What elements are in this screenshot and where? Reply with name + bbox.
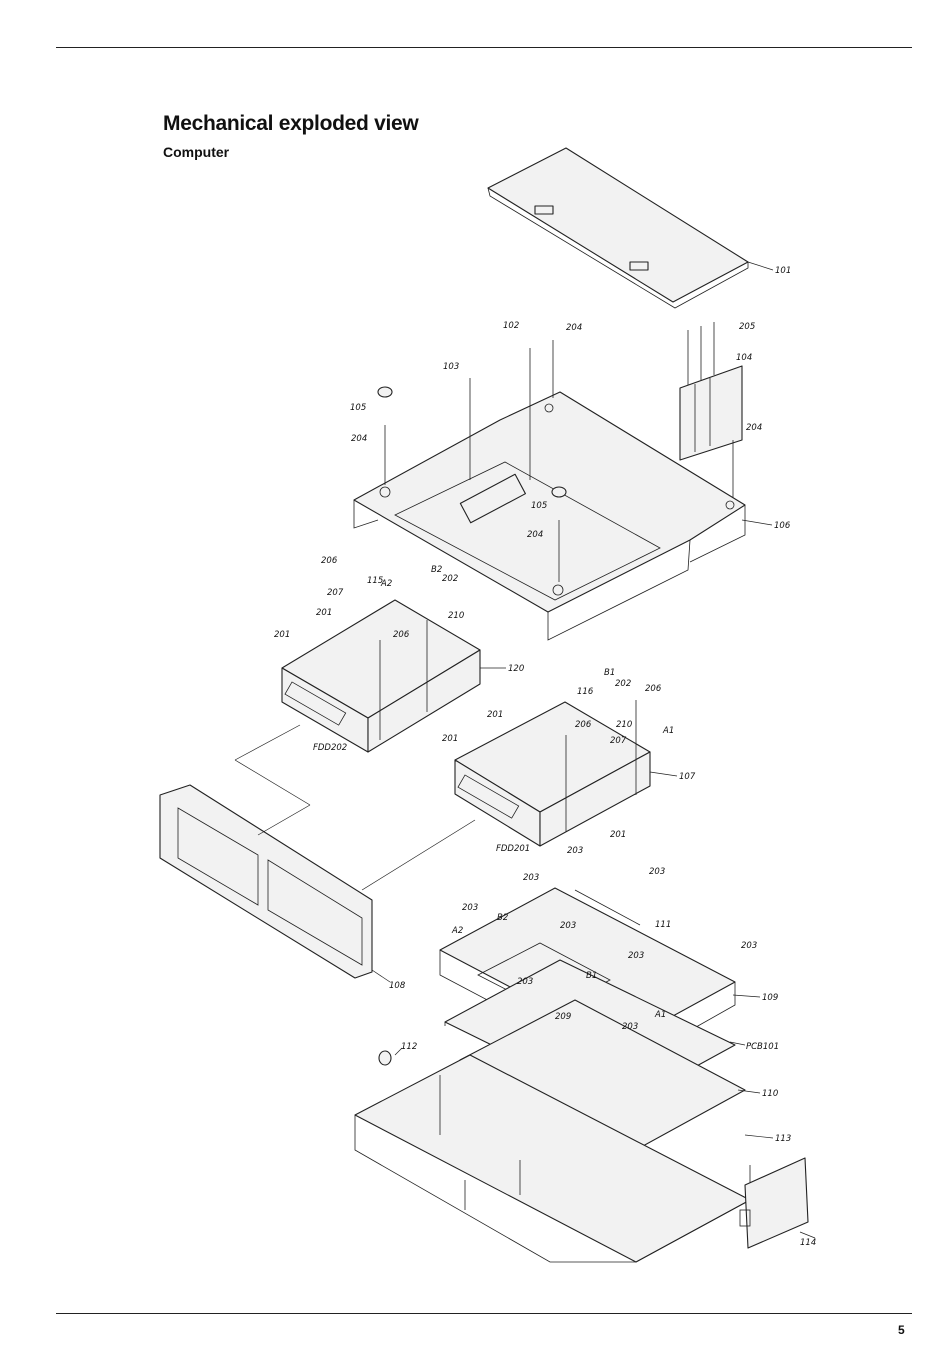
callout-203: 203 (523, 873, 539, 883)
callout-B2: B2 (497, 913, 508, 923)
callout-105: 105 (350, 403, 366, 413)
callout-206: 206 (321, 556, 338, 566)
callout-103: 103 (443, 362, 459, 372)
callout-203: 203 (622, 1022, 638, 1032)
part-front-bezel (160, 725, 475, 978)
callout-201: 201 (610, 830, 626, 840)
callout-204: 204 (746, 423, 762, 433)
callout-203: 203 (628, 951, 644, 961)
callout-201: 201 (487, 710, 503, 720)
callout-201: 201 (442, 734, 458, 744)
callout-A2: A2 (380, 579, 392, 589)
callout-FDD201: FDD201 (496, 844, 530, 854)
callout-204: 204 (566, 323, 582, 333)
callout-201: 201 (316, 608, 332, 618)
callout-102: 102 (503, 321, 519, 331)
bottom-rule (56, 1313, 912, 1314)
callout-202: 202 (615, 679, 631, 689)
callout-A2: A2 (451, 926, 463, 936)
callout-210: 210 (616, 720, 632, 730)
callout-209: 209 (555, 1012, 571, 1022)
callout-105: 105 (531, 501, 547, 511)
callout-104: 104 (736, 353, 752, 363)
part-floppy-drive-202 (282, 600, 480, 752)
callout-203: 203 (567, 846, 583, 856)
callout-FDD202: FDD202 (313, 743, 347, 753)
callout-203: 203 (560, 921, 576, 931)
callout-201: 201 (274, 630, 290, 640)
page-number: 5 (898, 1323, 905, 1337)
part-top-cover (488, 148, 748, 308)
callout-113: 113 (775, 1134, 791, 1144)
callout-109: 109 (762, 993, 778, 1003)
callout-110: 110 (762, 1089, 778, 1099)
callout-114: 114 (800, 1238, 816, 1248)
callout-107: 107 (679, 772, 696, 782)
callout-PCB101: PCB101 (746, 1042, 779, 1052)
callout-111: 111 (655, 920, 671, 930)
callout-101: 101 (775, 266, 791, 276)
callout-203: 203 (517, 977, 533, 987)
callout-108: 108 (389, 981, 406, 991)
callout-B2: B2 (431, 565, 442, 575)
callout-203: 203 (741, 941, 757, 951)
callout-112: 112 (401, 1042, 417, 1052)
callout-A1: A1 (654, 1010, 666, 1020)
callout-106: 106 (774, 521, 791, 531)
callout-210: 210 (448, 611, 464, 621)
callout-A1: A1 (662, 726, 674, 736)
callout-203: 203 (462, 903, 478, 913)
callout-206: 206 (393, 630, 410, 640)
callout-B1: B1 (604, 668, 615, 678)
callout-206: 206 (645, 684, 662, 694)
callout-204: 204 (351, 434, 367, 444)
callout-B1: B1 (586, 971, 597, 981)
callout-202: 202 (442, 574, 458, 584)
callout-206: 206 (575, 720, 592, 730)
callout-203: 203 (649, 867, 665, 877)
callout-207: 207 (610, 736, 627, 746)
callout-204: 204 (527, 530, 543, 540)
callout-120: 120 (508, 664, 524, 674)
callout-207: 207 (327, 588, 344, 598)
callout-116: 116 (577, 687, 594, 697)
callout-205: 205 (739, 322, 755, 332)
